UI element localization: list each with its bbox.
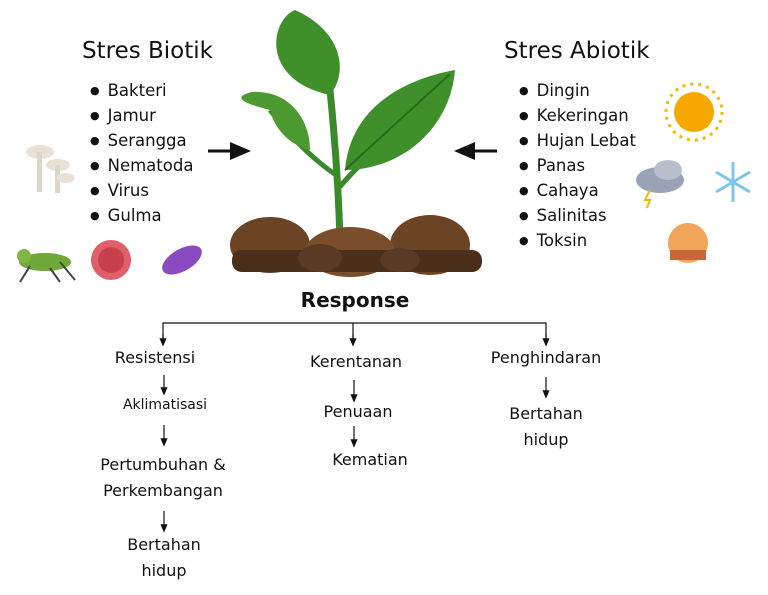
node-pertumbuhan: Pertumbuhan & Perkembangan xyxy=(100,455,226,500)
list-item: Cahaya xyxy=(519,178,636,203)
grasshopper-icon xyxy=(17,249,76,283)
node-bertahan-hidup-1: Bertahan hidup xyxy=(127,535,201,580)
node-resistensi: Resistensi xyxy=(114,348,196,367)
node-kematian: Kematian xyxy=(332,450,408,469)
node-bertahan-hidup-2: Bertahan hidup xyxy=(509,404,583,449)
list-item: Virus xyxy=(90,178,193,203)
response-connectors xyxy=(159,322,550,533)
node-penuaan: Penuaan xyxy=(323,402,393,421)
list-item: Hujan Lebat xyxy=(519,128,636,153)
response-title: Response xyxy=(300,288,410,312)
list-item: Gulma xyxy=(90,203,193,228)
list-item: Bakteri xyxy=(90,78,193,103)
biotic-title: Stres Biotik xyxy=(82,38,213,64)
abiotic-title: Stres Abiotik xyxy=(504,38,650,64)
plant-illustration xyxy=(230,10,482,277)
storm-cloud-icon xyxy=(636,160,684,209)
biotic-list: Bakteri Jamur Serangga Nematoda Virus Gu… xyxy=(90,78,194,228)
drought-icon xyxy=(668,223,708,263)
node-penghindaran: Penghindaran xyxy=(490,348,602,367)
leaf-left xyxy=(241,91,310,150)
sun-icon xyxy=(664,82,724,142)
snowflake-icon xyxy=(715,162,751,202)
list-item: Dingin xyxy=(519,78,636,103)
list-item: Jamur xyxy=(90,103,193,128)
list-item: Panas xyxy=(519,153,636,178)
list-item: Serangga xyxy=(90,128,193,153)
leaf-top xyxy=(276,10,340,95)
list-item: Nematoda xyxy=(90,153,194,178)
list-item: Toksin xyxy=(519,228,636,253)
node-kerentanan: Kerentanan xyxy=(310,352,402,371)
abiotic-list: Dingin Kekeringan Hujan Lebat Panas Caha… xyxy=(519,78,636,253)
bacteria-icon xyxy=(162,245,202,275)
list-item: Salinitas xyxy=(519,203,636,228)
list-item: Kekeringan xyxy=(519,103,636,128)
node-aklimatisasi: Aklimatisasi xyxy=(122,397,208,413)
mushroom-icon xyxy=(26,145,75,193)
virus-icon xyxy=(91,240,131,280)
